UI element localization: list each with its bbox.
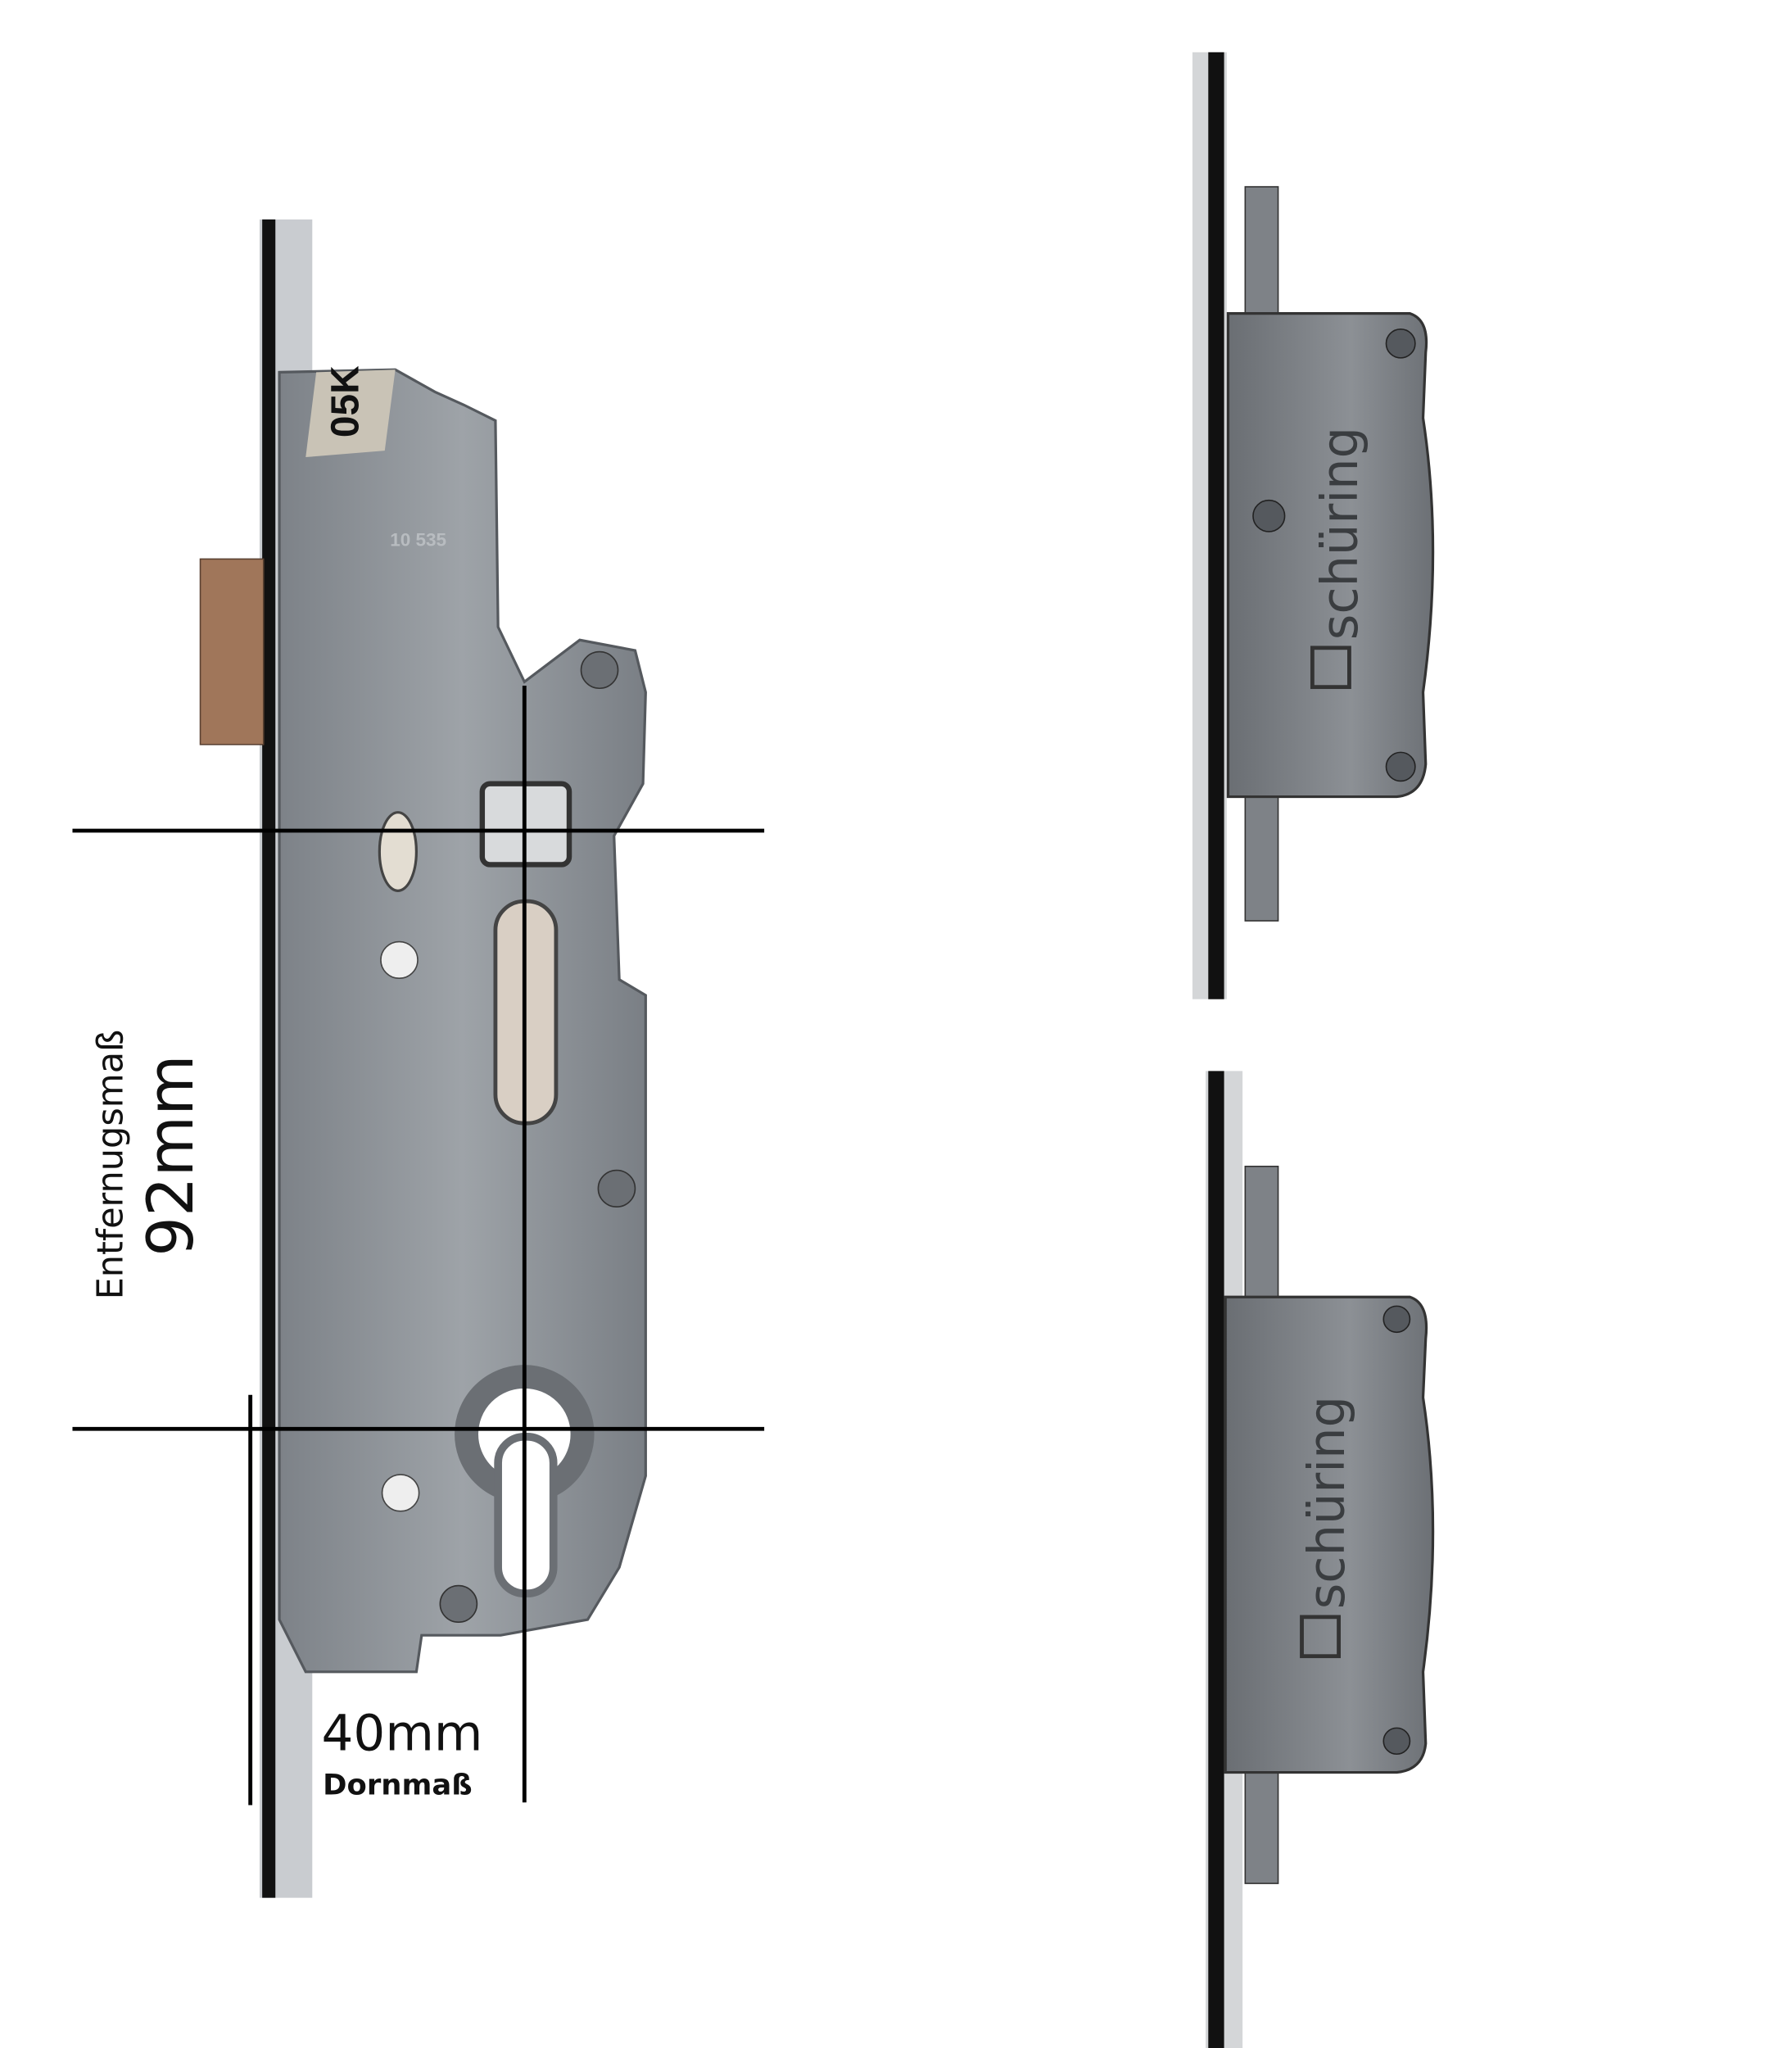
keeper-tab — [1244, 789, 1279, 922]
screw — [1385, 751, 1416, 782]
screw-1 — [580, 650, 619, 690]
screw — [1252, 499, 1286, 532]
keeper-tab — [1244, 1165, 1279, 1298]
lock-case-main: 05K 10 535 — [199, 219, 647, 1898]
lock-body — [278, 368, 647, 1674]
label-tag — [305, 369, 396, 458]
screw — [1385, 328, 1416, 359]
slot-hole — [378, 811, 418, 892]
brand-text: schüring — [1312, 427, 1369, 640]
keeper-tab — [1244, 186, 1279, 319]
keeper-bottom: schüring — [1206, 1071, 1435, 2048]
label-tag-text: 05K — [324, 365, 367, 437]
brand-logo-icon — [1310, 646, 1351, 690]
brand-text: schüring — [1299, 1396, 1356, 1609]
faceplate-edge — [262, 219, 276, 1898]
screw-3 — [439, 1584, 478, 1624]
hole — [380, 940, 419, 979]
screw — [1382, 1727, 1411, 1756]
latch-bolt — [199, 558, 265, 745]
hole — [381, 1474, 420, 1512]
keeper-body — [1226, 312, 1435, 799]
screw — [1382, 1305, 1411, 1334]
brand-logo-icon — [1300, 1615, 1341, 1659]
distance-label: Entfernugsmaß — [90, 1030, 131, 1300]
backset-value: 40mm — [322, 1706, 483, 1763]
stamp-text: 10 535 — [390, 530, 446, 551]
backset-label: Dornmaß — [323, 1769, 472, 1802]
screw-2 — [597, 1169, 636, 1208]
distance-value: 92mm — [135, 1054, 208, 1256]
dimension-lines — [72, 686, 765, 1806]
keeper-top: schüring — [1192, 52, 1435, 999]
keeper-faceplate-edge — [1208, 52, 1224, 999]
keeper-faceplate-edge — [1208, 1071, 1224, 2048]
keeper-tab — [1244, 1765, 1279, 1884]
keeper-body — [1224, 1295, 1435, 1774]
